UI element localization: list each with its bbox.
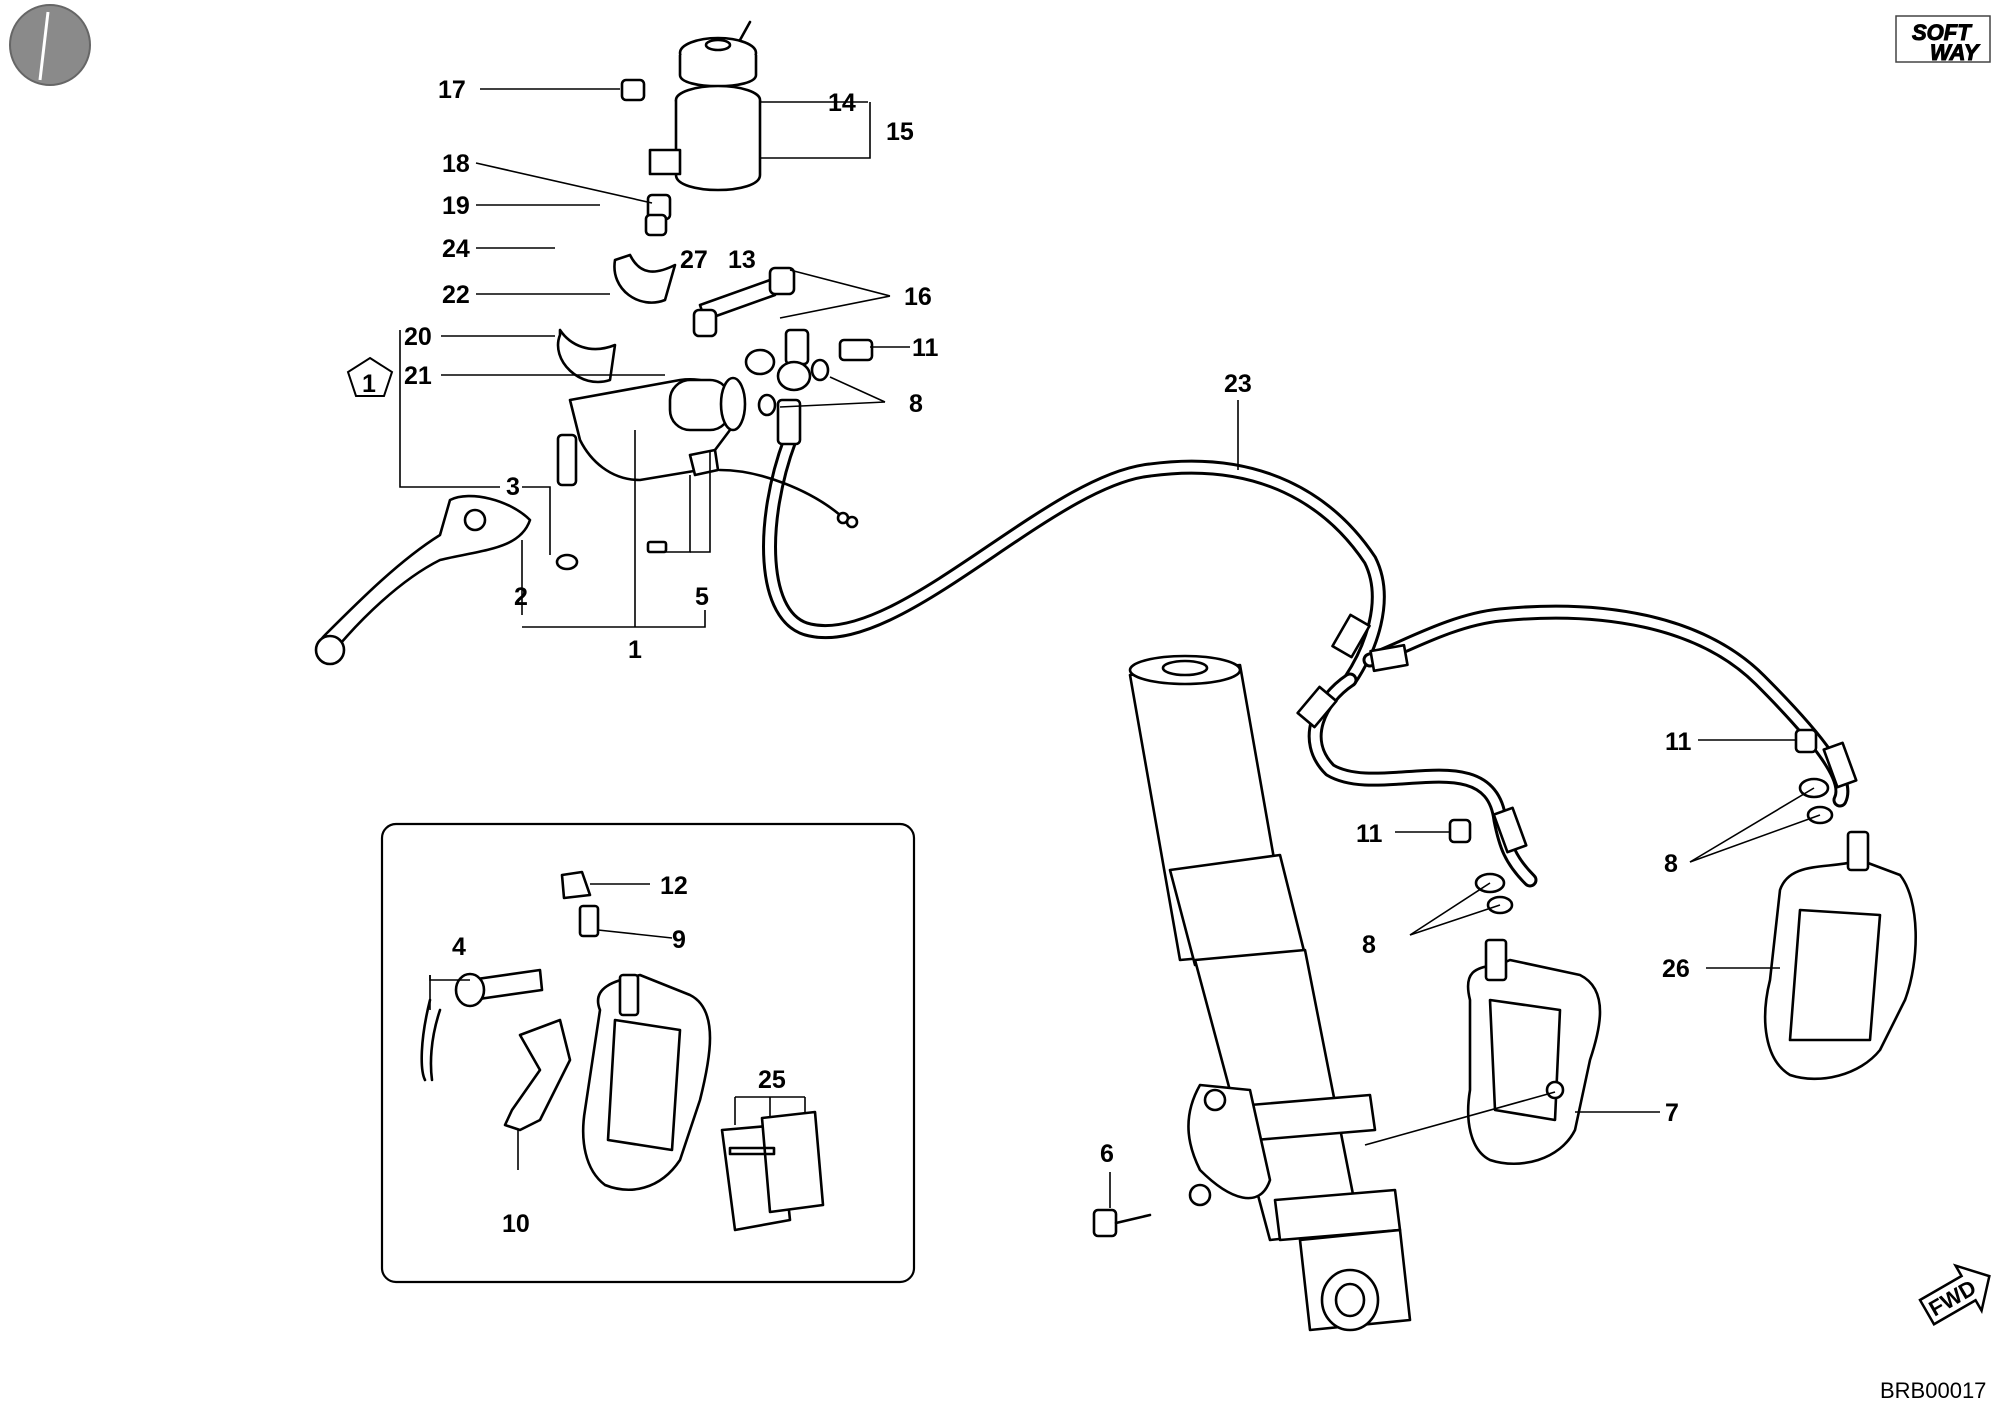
callout-4: 4 bbox=[452, 933, 466, 961]
drawing-code: BRB00017 bbox=[1880, 1378, 1986, 1403]
callout-8-right: 8 bbox=[1664, 850, 1678, 878]
leader-lines bbox=[399, 88, 1821, 1208]
caliper-mount-bolt-6 bbox=[1092, 1208, 1152, 1238]
note-symbol-text: 1 bbox=[362, 370, 376, 398]
callout-24: 24 bbox=[442, 235, 470, 263]
brake-hose-23 bbox=[718, 398, 1858, 888]
callout-11-left: 11 bbox=[1356, 820, 1383, 848]
inset-caliper-kit-panel bbox=[380, 822, 916, 1284]
callout-19: 19 bbox=[442, 192, 470, 220]
note-pentagon-icon: 1 bbox=[346, 356, 394, 398]
callout-27: 27 bbox=[680, 246, 708, 274]
callout-5: 5 bbox=[695, 583, 709, 611]
callout-11-master: 11 bbox=[912, 334, 939, 362]
logo-text-soft: SOFT bbox=[1912, 20, 1972, 45]
callout-17: 17 bbox=[438, 76, 466, 104]
callout-8-master: 8 bbox=[909, 390, 923, 418]
callout-14: 14 bbox=[828, 89, 856, 117]
banjo-bolt-11-left bbox=[1448, 818, 1472, 844]
callout-2: 2 bbox=[514, 583, 528, 611]
callout-7: 7 bbox=[1665, 1099, 1679, 1127]
callout-13: 13 bbox=[728, 246, 756, 274]
callout-10: 10 bbox=[502, 1210, 530, 1238]
callout-18: 18 bbox=[442, 150, 470, 178]
callout-11-right: 11 bbox=[1665, 728, 1692, 756]
fwd-arrow-icon: FWD bbox=[1918, 1263, 1991, 1326]
callout-9: 9 bbox=[672, 926, 686, 954]
callout-23: 23 bbox=[1224, 370, 1252, 398]
callout-3: 3 bbox=[506, 473, 520, 501]
callout-12: 12 bbox=[660, 872, 688, 900]
brake-caliper-7 bbox=[1466, 938, 1602, 1166]
callout-16: 16 bbox=[904, 283, 932, 311]
softway-logo: SOFT WAY bbox=[1895, 15, 1991, 66]
banjo-bolt-11-right bbox=[1794, 728, 1818, 754]
callout-8-left: 8 bbox=[1362, 931, 1376, 959]
callout-25: 25 bbox=[758, 1066, 786, 1094]
callout-21: 21 bbox=[404, 362, 432, 390]
callout-26: 26 bbox=[1662, 955, 1690, 983]
corner-disc-mark bbox=[9, 4, 91, 86]
callout-labels: 17 14 15 18 19 24 27 13 16 22 20 11 21 8… bbox=[404, 76, 1692, 1238]
logo-text-way: WAY bbox=[1930, 40, 1981, 65]
brake-caliper-26 bbox=[1763, 830, 1917, 1081]
callout-1: 1 bbox=[628, 636, 642, 664]
front-fork-leg bbox=[1128, 654, 1412, 1332]
callout-22: 22 bbox=[442, 281, 470, 309]
callout-15: 15 bbox=[886, 118, 914, 146]
master-cylinder-assembly bbox=[314, 20, 874, 666]
callout-20: 20 bbox=[404, 323, 432, 351]
callout-6: 6 bbox=[1100, 1140, 1114, 1168]
